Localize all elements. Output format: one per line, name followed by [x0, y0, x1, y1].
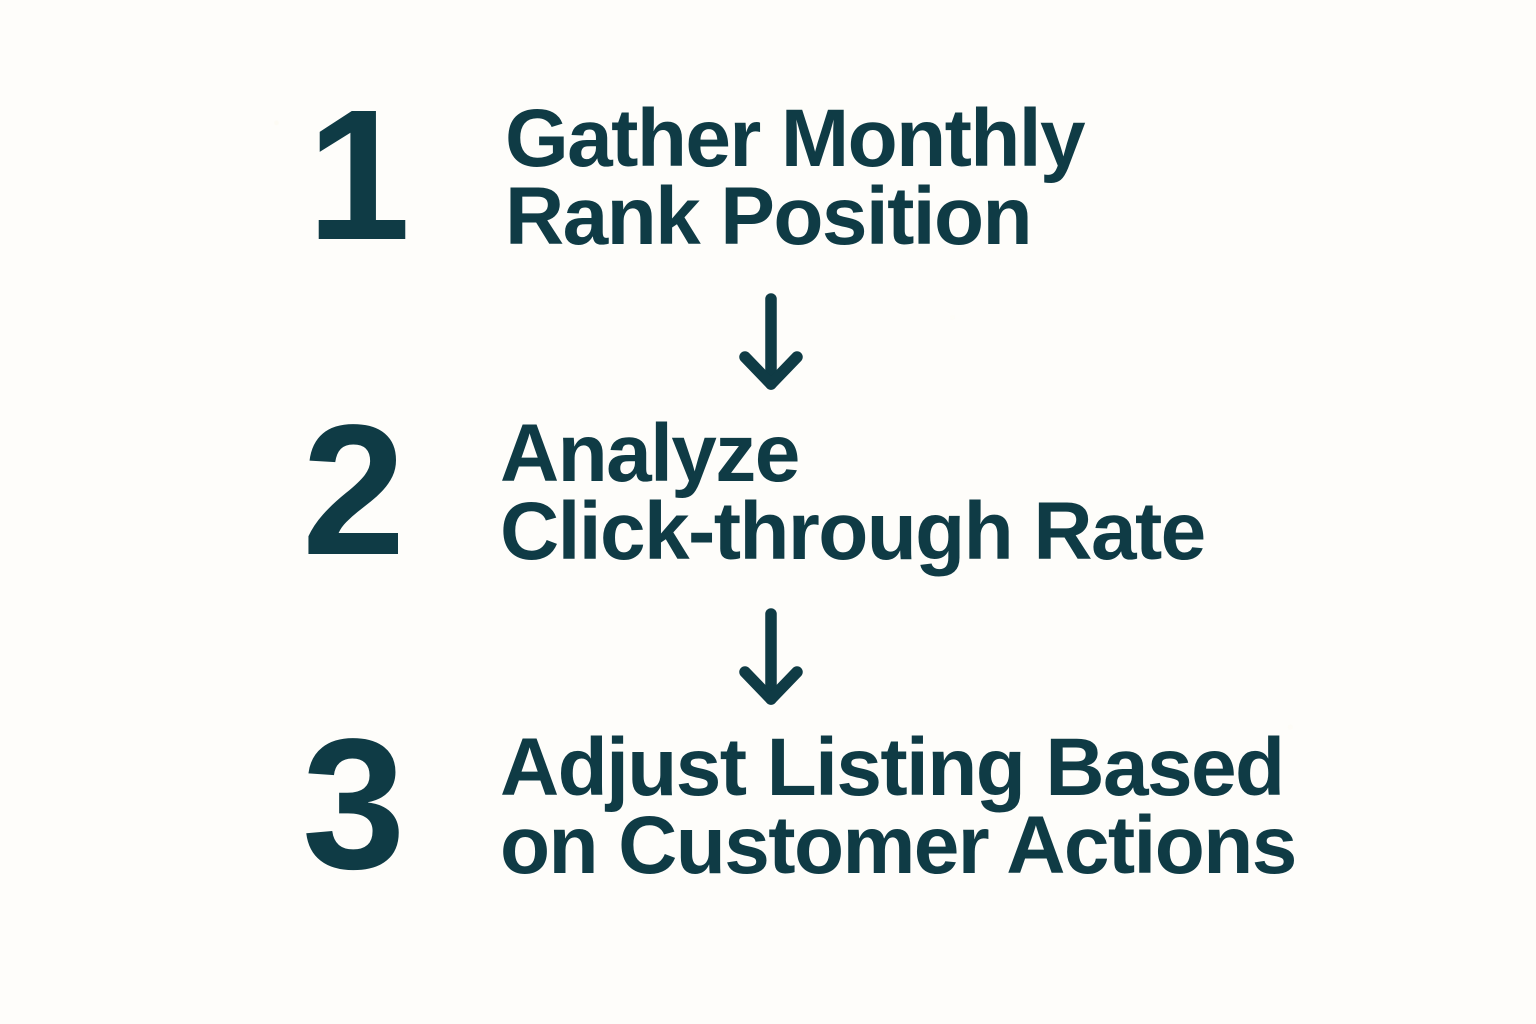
step-1-label: Gather Monthly Rank Position	[505, 93, 1086, 262]
step-3-number: 3	[302, 701, 405, 908]
flow-step-2: 2 Analyze Click-through Rate	[300, 387, 1206, 594]
connector-arrow-2	[735, 607, 807, 707]
down-arrow-icon	[739, 608, 803, 705]
connector-arrow-1	[735, 292, 807, 392]
step-3-label: Adjust Listing Based on Customer Actions	[500, 722, 1297, 891]
step-2-number: 2	[302, 387, 405, 594]
step-1-number: 1	[307, 72, 410, 279]
flow-step-1: 1 Gather Monthly Rank Position	[305, 72, 1086, 279]
down-arrow-icon	[739, 293, 803, 390]
step-2-label: Analyze Click-through Rate	[500, 408, 1206, 577]
flow-step-3: 3 Adjust Listing Based on Customer Actio…	[300, 701, 1297, 908]
